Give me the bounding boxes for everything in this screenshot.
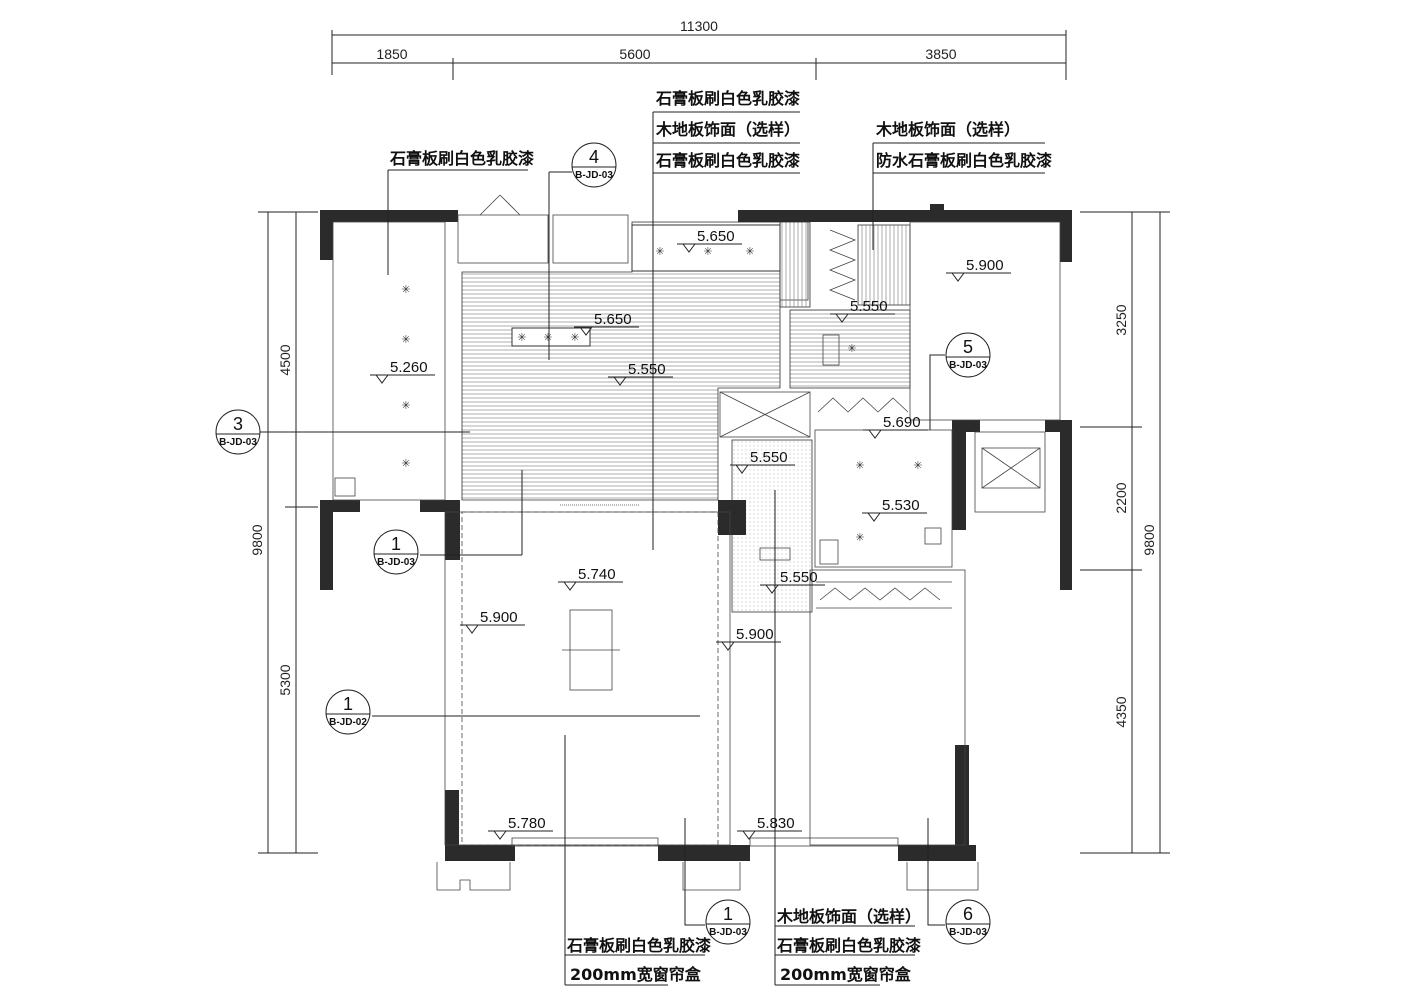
downlight-icon: ✳ <box>913 459 922 472</box>
svg-text:5.650: 5.650 <box>697 228 735 245</box>
section-marker: 1B-JD-03 <box>705 899 751 945</box>
svg-text:B-JD-03: B-JD-03 <box>377 557 415 568</box>
svg-text:5.550: 5.550 <box>628 361 666 378</box>
downlight-icon: ✳ <box>543 331 552 344</box>
svg-text:5: 5 <box>963 337 973 357</box>
note-bottom-right-2: 石膏板刷白色乳胶漆 <box>776 936 921 955</box>
light-fixtures: ✳ ✳ ✳ ✳ ✳ ✳ ✳ ✳ ✳ ✳ ✳ ✳ ✳ ✳ <box>401 245 922 544</box>
elevation-marker: 5.550 <box>730 449 795 474</box>
svg-text:1: 1 <box>391 534 401 554</box>
note-right-1: 木地板饰面（选样） <box>875 120 1020 139</box>
left-dimension-chain: 4500 9800 5300 <box>249 211 318 854</box>
svg-text:6: 6 <box>963 904 973 924</box>
svg-text:B-JD-03: B-JD-03 <box>949 360 987 371</box>
downlight-icon: ✳ <box>570 331 579 344</box>
elevation-marker: 5.690 <box>863 414 928 439</box>
note-bottom-left-2: 200mm宽窗帘盒 <box>570 965 702 984</box>
elevation-marker: 5.530 <box>862 497 927 522</box>
elevation-marker: 5.900 <box>460 609 525 634</box>
svg-text:5.650: 5.650 <box>594 311 632 328</box>
room-outlines <box>332 194 1061 891</box>
downlight-icon: ✳ <box>855 531 864 544</box>
note-right-2: 防水石膏板刷白色乳胶漆 <box>876 151 1052 170</box>
ceiling-elevation-markers: 5.650 5.900 5.550 5.650 5.260 5.550 5.69… <box>370 228 1011 840</box>
svg-text:5.900: 5.900 <box>480 609 518 626</box>
svg-text:5.550: 5.550 <box>780 569 818 586</box>
svg-text:B-JD-02: B-JD-02 <box>329 717 367 728</box>
leader-lines <box>258 111 1045 986</box>
section-markers: 4B-JD-03 5B-JD-03 3B-JD-03 1B-JD-03 1B-J… <box>215 142 991 945</box>
section-marker: 4B-JD-03 <box>571 142 617 188</box>
svg-text:1: 1 <box>343 694 353 714</box>
note-bottom-left-1: 石膏板刷白色乳胶漆 <box>566 936 711 955</box>
dim-left-lower: 5300 <box>277 664 293 695</box>
elevation-marker: 5.260 <box>370 359 435 384</box>
svg-text:B-JD-03: B-JD-03 <box>219 437 257 448</box>
dim-right-total: 9800 <box>1141 524 1157 555</box>
svg-text:B-JD-03: B-JD-03 <box>949 927 987 938</box>
svg-text:5.260: 5.260 <box>390 359 428 376</box>
svg-text:5.780: 5.780 <box>508 815 546 832</box>
section-marker: 6B-JD-03 <box>945 899 991 945</box>
elevation-marker: 5.650 <box>574 311 639 336</box>
downlight-icon: ✳ <box>517 331 526 344</box>
downlight-icon: ✳ <box>703 245 712 258</box>
note-center-1: 石膏板刷白色乳胶漆 <box>655 89 800 108</box>
dim-right-3: 4350 <box>1113 696 1129 727</box>
section-marker: 5B-JD-03 <box>945 332 991 378</box>
section-marker: 1B-JD-03 <box>373 529 419 575</box>
downlight-icon: ✳ <box>847 342 856 355</box>
section-marker: 3B-JD-03 <box>215 409 261 455</box>
downlight-icon: ✳ <box>401 283 410 296</box>
downlight-icon: ✳ <box>655 245 664 258</box>
walls <box>320 204 1072 861</box>
elevation-marker: 5.900 <box>946 257 1011 282</box>
note-bottom-right-3: 200mm宽窗帘盒 <box>780 965 912 984</box>
svg-text:5.550: 5.550 <box>750 449 788 466</box>
downlight-icon: ✳ <box>745 245 754 258</box>
svg-text:5.900: 5.900 <box>736 626 774 643</box>
top-dimension-chain: 11300 1850 5600 3850 <box>331 18 1067 80</box>
downlight-icon: ✳ <box>401 457 410 470</box>
svg-text:3: 3 <box>233 414 243 434</box>
svg-text:1: 1 <box>723 904 733 924</box>
elevation-marker: 5.740 <box>558 566 623 591</box>
elevation-marker: 5.900 <box>716 626 781 651</box>
svg-text:4: 4 <box>589 147 599 167</box>
note-bottom-right-1: 木地板饰面（选样） <box>776 907 921 926</box>
dim-right-2: 2200 <box>1113 482 1129 513</box>
elevation-marker: 5.550 <box>608 361 673 386</box>
dim-right-1: 3250 <box>1113 304 1129 335</box>
downlight-icon: ✳ <box>855 459 864 472</box>
elevation-marker: 5.830 <box>737 815 802 840</box>
svg-text:5.830: 5.830 <box>757 815 795 832</box>
downlight-icon: ✳ <box>401 333 410 346</box>
section-marker: 1B-JD-02 <box>325 689 371 735</box>
elevation-marker: 5.780 <box>488 815 553 840</box>
note-top-left: 石膏板刷白色乳胶漆 <box>389 149 534 168</box>
svg-text:5.550: 5.550 <box>850 298 888 315</box>
elevation-marker: 5.550 <box>830 298 895 323</box>
dim-segment-3: 3850 <box>925 46 956 62</box>
svg-text:5.900: 5.900 <box>966 257 1004 274</box>
downlight-icon: ✳ <box>401 399 410 412</box>
material-notes: 石膏板刷白色乳胶漆 石膏板刷白色乳胶漆 木地板饰面（选样） 石膏板刷白色乳胶漆 … <box>389 89 1052 984</box>
dim-total-width: 11300 <box>680 18 718 34</box>
elevation-marker: 5.550 <box>760 569 825 594</box>
dim-left-upper: 4500 <box>277 344 293 375</box>
hatched-ceiling-areas <box>461 221 911 613</box>
dim-segment-2: 5600 <box>619 46 650 62</box>
elevation-marker: 5.650 <box>677 228 742 253</box>
note-center-2: 木地板饰面（选样） <box>655 120 800 139</box>
right-dimension-chain: 3250 2200 4350 9800 <box>1080 211 1170 854</box>
svg-text:B-JD-03: B-JD-03 <box>709 927 747 938</box>
dim-left-total: 9800 <box>249 524 265 555</box>
svg-text:5.740: 5.740 <box>578 566 616 583</box>
svg-text:5.530: 5.530 <box>882 497 920 514</box>
note-center-3: 石膏板刷白色乳胶漆 <box>655 151 800 170</box>
svg-text:B-JD-03: B-JD-03 <box>575 170 613 181</box>
dim-segment-1: 1850 <box>376 46 407 62</box>
svg-text:5.690: 5.690 <box>883 414 921 431</box>
